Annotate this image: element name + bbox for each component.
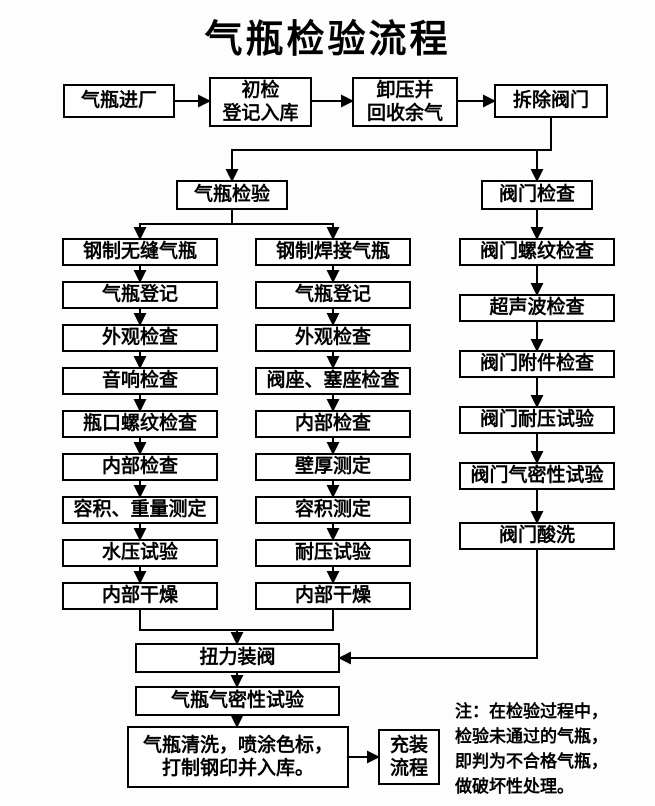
node-welded-pressure-test: 耐压试验 — [255, 539, 411, 567]
node-valve-ultrasonic-check: 超声波检查 — [459, 294, 615, 322]
node-welded-thickness-measure: 壁厚测定 — [255, 453, 411, 481]
node-welded-registration: 气瓶登记 — [255, 281, 411, 309]
node-cylinder-inspection: 气瓶检验 — [176, 180, 288, 210]
note-text: 注：在检验过程中， 检验未通过的气瓶， 即判为不合格气瓶， 做破坏性处理。 — [455, 702, 608, 797]
node-torque-valve-install: 扭力装阀 — [135, 643, 340, 673]
node-seamless-thread-check: 瓶口螺纹检查 — [62, 410, 218, 438]
node-welded-internal-check: 内部检查 — [255, 410, 411, 438]
node-seamless-sound-check: 音响检查 — [62, 367, 218, 395]
node-welded-cylinder: 钢制焊接气瓶 — [255, 238, 411, 266]
node-seamless-drying: 内部干燥 — [62, 582, 218, 610]
node-depressurize-recover-gas: 卸压并 回收余气 — [352, 77, 458, 127]
diagram-title: 气瓶检验流程 — [204, 17, 451, 61]
node-valve-inspection: 阀门检查 — [481, 180, 593, 210]
node-seamless-volume-weight: 容积、重量测定 — [62, 496, 218, 524]
node-welded-drying: 内部干燥 — [255, 582, 411, 610]
node-cleaning-painting-stamping: 气瓶清洗，喷涂色标， 打制钢印并入库。 — [127, 726, 349, 788]
node-seamless-hydro-test: 水压试验 — [62, 539, 218, 567]
node-cylinder-airtight-test: 气瓶气密性试验 — [135, 686, 340, 716]
node-remove-valve: 拆除阀门 — [494, 84, 608, 118]
node-welded-volume-measure: 容积测定 — [255, 496, 411, 524]
node-valve-airtight-test: 阀门气密性试验 — [459, 462, 615, 490]
node-initial-check-registration: 初检 登记入库 — [209, 77, 312, 127]
node-welded-seat-check: 阀座、塞座检查 — [255, 367, 411, 395]
node-filling-process: 充装 流程 — [378, 729, 440, 785]
node-seamless-visual-check: 外观检查 — [62, 324, 218, 352]
node-valve-pressure-test: 阀门耐压试验 — [459, 406, 615, 434]
node-seamless-internal-check: 内部检查 — [62, 453, 218, 481]
node-cylinder-enter-factory: 气瓶进厂 — [63, 84, 175, 118]
node-welded-visual-check: 外观检查 — [255, 324, 411, 352]
node-valve-accessory-check: 阀门附件检查 — [459, 350, 615, 378]
node-seamless-registration: 气瓶登记 — [62, 281, 218, 309]
node-seamless-cylinder: 钢制无缝气瓶 — [62, 238, 218, 266]
node-valve-thread-check: 阀门螺纹检查 — [459, 238, 615, 266]
node-valve-pickling: 阀门酸洗 — [459, 522, 615, 550]
